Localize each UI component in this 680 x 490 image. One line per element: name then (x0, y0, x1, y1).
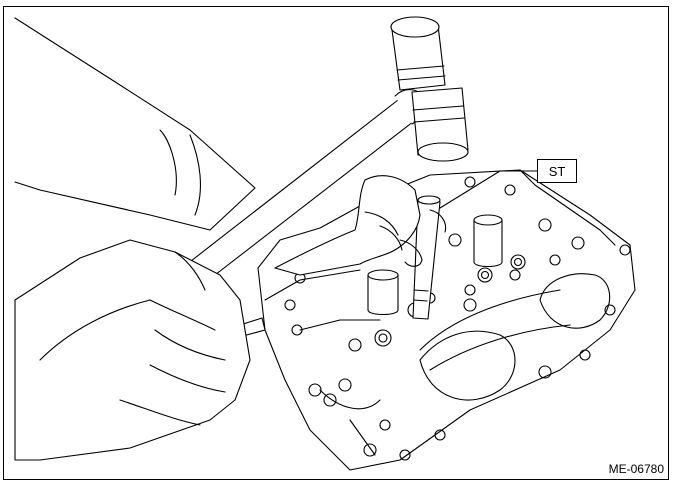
special-tool-drift (412, 195, 441, 320)
valve-tappets (367, 214, 526, 347)
lower-arm-hand (14, 239, 251, 461)
hammer-head (390, 16, 469, 162)
figure-id: ME-06780 (608, 462, 664, 476)
callout-leader-line (439, 170, 538, 209)
hand-holding-tool (274, 175, 447, 276)
upper-arm (14, 17, 256, 231)
st-callout-label: ST (537, 159, 577, 183)
figure-frame (3, 6, 669, 480)
